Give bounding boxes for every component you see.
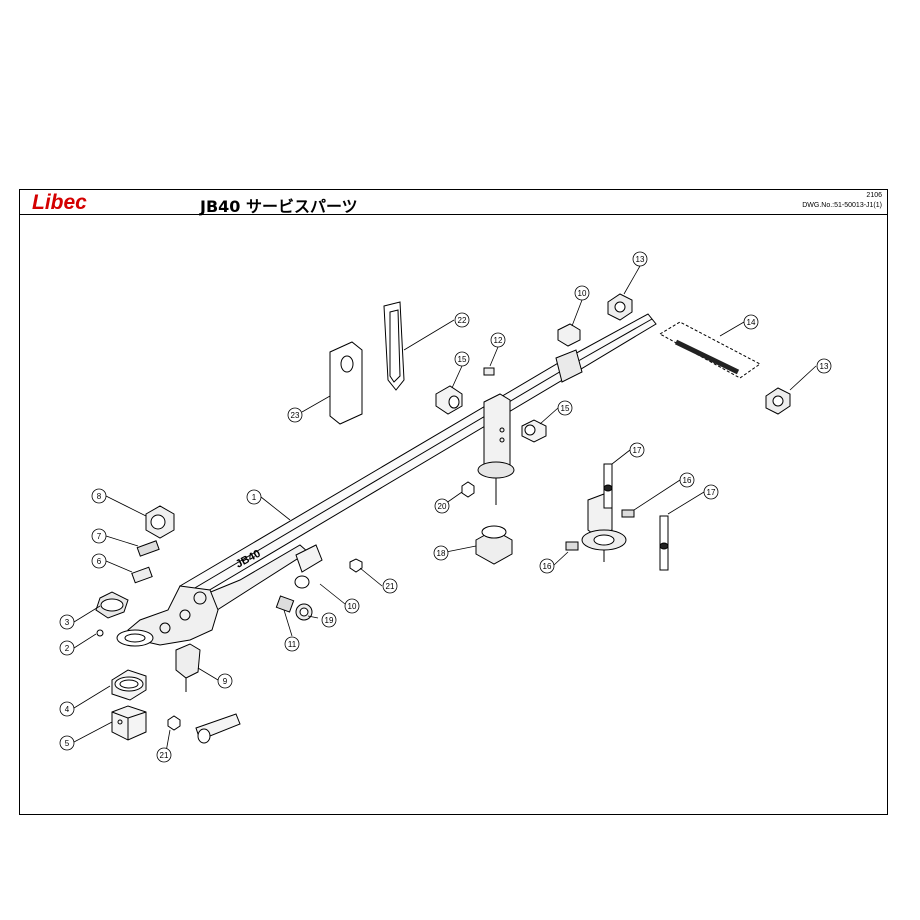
svg-text:3: 3 — [65, 618, 70, 627]
svg-text:2: 2 — [65, 644, 70, 653]
leader-lines — [73, 265, 817, 753]
brand-logo: Libec — [32, 191, 87, 214]
part-10-clamp-upper — [555, 323, 583, 383]
callout-2: 2 — [59, 640, 75, 656]
svg-text:14: 14 — [747, 318, 756, 327]
part-17-rod-upper — [603, 463, 613, 509]
svg-text:22: 22 — [458, 316, 467, 325]
callout-10a: 10 — [344, 598, 360, 614]
svg-text:9: 9 — [223, 677, 228, 686]
svg-text:16: 16 — [543, 562, 552, 571]
callout-1: 1 — [246, 489, 262, 505]
svg-text:19: 19 — [325, 616, 334, 625]
callout-13a: 13 — [632, 251, 648, 267]
part-9-clamp — [175, 643, 201, 692]
part-12-clip — [483, 367, 495, 376]
callout-14: 14 — [743, 314, 759, 330]
svg-text:15: 15 — [561, 404, 570, 413]
part-2-screw — [96, 629, 104, 637]
svg-text:5: 5 — [65, 739, 70, 748]
title-block: Libec JB40 サービスパーツ 2106 DWG.No.:51-50013… — [20, 190, 887, 216]
callout-21b: 21 — [156, 747, 172, 763]
svg-text:10: 10 — [348, 602, 357, 611]
callout-7: 7 — [91, 528, 107, 544]
part-13-nut-lower — [765, 387, 791, 415]
callout-15b: 15 — [557, 400, 573, 416]
svg-text:21: 21 — [160, 751, 169, 760]
part-10-sleeve-lower — [294, 544, 323, 589]
svg-text:11: 11 — [288, 640, 297, 649]
svg-text:20: 20 — [438, 502, 447, 511]
part-17-rod-lower — [659, 515, 669, 571]
callout-4: 4 — [59, 701, 75, 717]
part-4-bearing — [111, 669, 147, 701]
callout-17a: 17 — [629, 442, 645, 458]
part-11-bracket — [275, 595, 295, 613]
part-21-nut-upper — [349, 558, 363, 573]
part-16-key-lower — [565, 541, 579, 551]
part-13-nut-upper — [607, 293, 633, 321]
part-16-key-upper — [621, 509, 635, 518]
callout-3: 3 — [59, 614, 75, 630]
callout-15a: 15 — [454, 351, 470, 367]
svg-text:6: 6 — [97, 557, 102, 566]
drawing-sheet: Libec JB40 サービスパーツ 2106 DWG.No.:51-50013… — [19, 189, 888, 815]
boom-tube — [179, 313, 657, 613]
part-18-knob — [475, 525, 513, 565]
svg-text:23: 23 — [291, 411, 300, 420]
callout-23: 23 — [287, 407, 303, 423]
callout-20: 20 — [434, 498, 450, 514]
callout-18: 18 — [433, 545, 449, 561]
svg-text:8: 8 — [97, 492, 102, 501]
callout-16b: 16 — [539, 558, 555, 574]
part-15-block-right — [521, 419, 547, 443]
callout-22: 22 — [454, 312, 470, 328]
page-title: JB40 サービスパーツ — [200, 197, 358, 216]
callout-12: 12 — [490, 332, 506, 348]
svg-text:13: 13 — [820, 362, 829, 371]
part-23-tag — [329, 341, 363, 425]
part-7-plate — [136, 540, 160, 557]
svg-text:13: 13 — [636, 255, 645, 264]
callout-5: 5 — [59, 735, 75, 751]
callout-21a: 21 — [382, 578, 398, 594]
svg-text:16: 16 — [683, 476, 692, 485]
callout-16a: 16 — [679, 472, 695, 488]
boom-end-assembly — [116, 585, 219, 647]
svg-text:7: 7 — [97, 532, 102, 541]
bottom-rod — [167, 713, 241, 744]
drawing-number: DWG.No.:51-50013-J1(1) — [802, 202, 882, 209]
callout-6: 6 — [91, 553, 107, 569]
svg-text:4: 4 — [65, 705, 70, 714]
part-8-cylinder — [145, 505, 175, 539]
svg-text:12: 12 — [494, 336, 503, 345]
part-5-block — [111, 705, 147, 741]
svg-text:17: 17 — [633, 446, 642, 455]
part-15-block-left — [435, 385, 463, 415]
svg-text:1: 1 — [252, 493, 257, 502]
svg-text:21: 21 — [386, 582, 395, 591]
callout-8: 8 — [91, 488, 107, 504]
callout-9: 9 — [217, 673, 233, 689]
part-3-ring — [95, 591, 129, 619]
callout-11: 11 — [284, 636, 300, 652]
callout-10b: 10 — [574, 285, 590, 301]
svg-text:10: 10 — [578, 289, 587, 298]
revision-code: 2106 — [866, 192, 882, 199]
part-6-plate — [131, 566, 153, 584]
part-20-nut — [461, 481, 475, 498]
center-mast — [477, 393, 515, 505]
callout-17b: 17 — [703, 484, 719, 500]
svg-text:18: 18 — [437, 549, 446, 558]
part-14-threaded-rod — [658, 321, 761, 379]
callout-13b: 13 — [816, 358, 832, 374]
svg-text:15: 15 — [458, 355, 467, 364]
part-22-strap — [383, 301, 405, 391]
callout-19: 19 — [321, 612, 337, 628]
svg-text:17: 17 — [707, 488, 716, 497]
